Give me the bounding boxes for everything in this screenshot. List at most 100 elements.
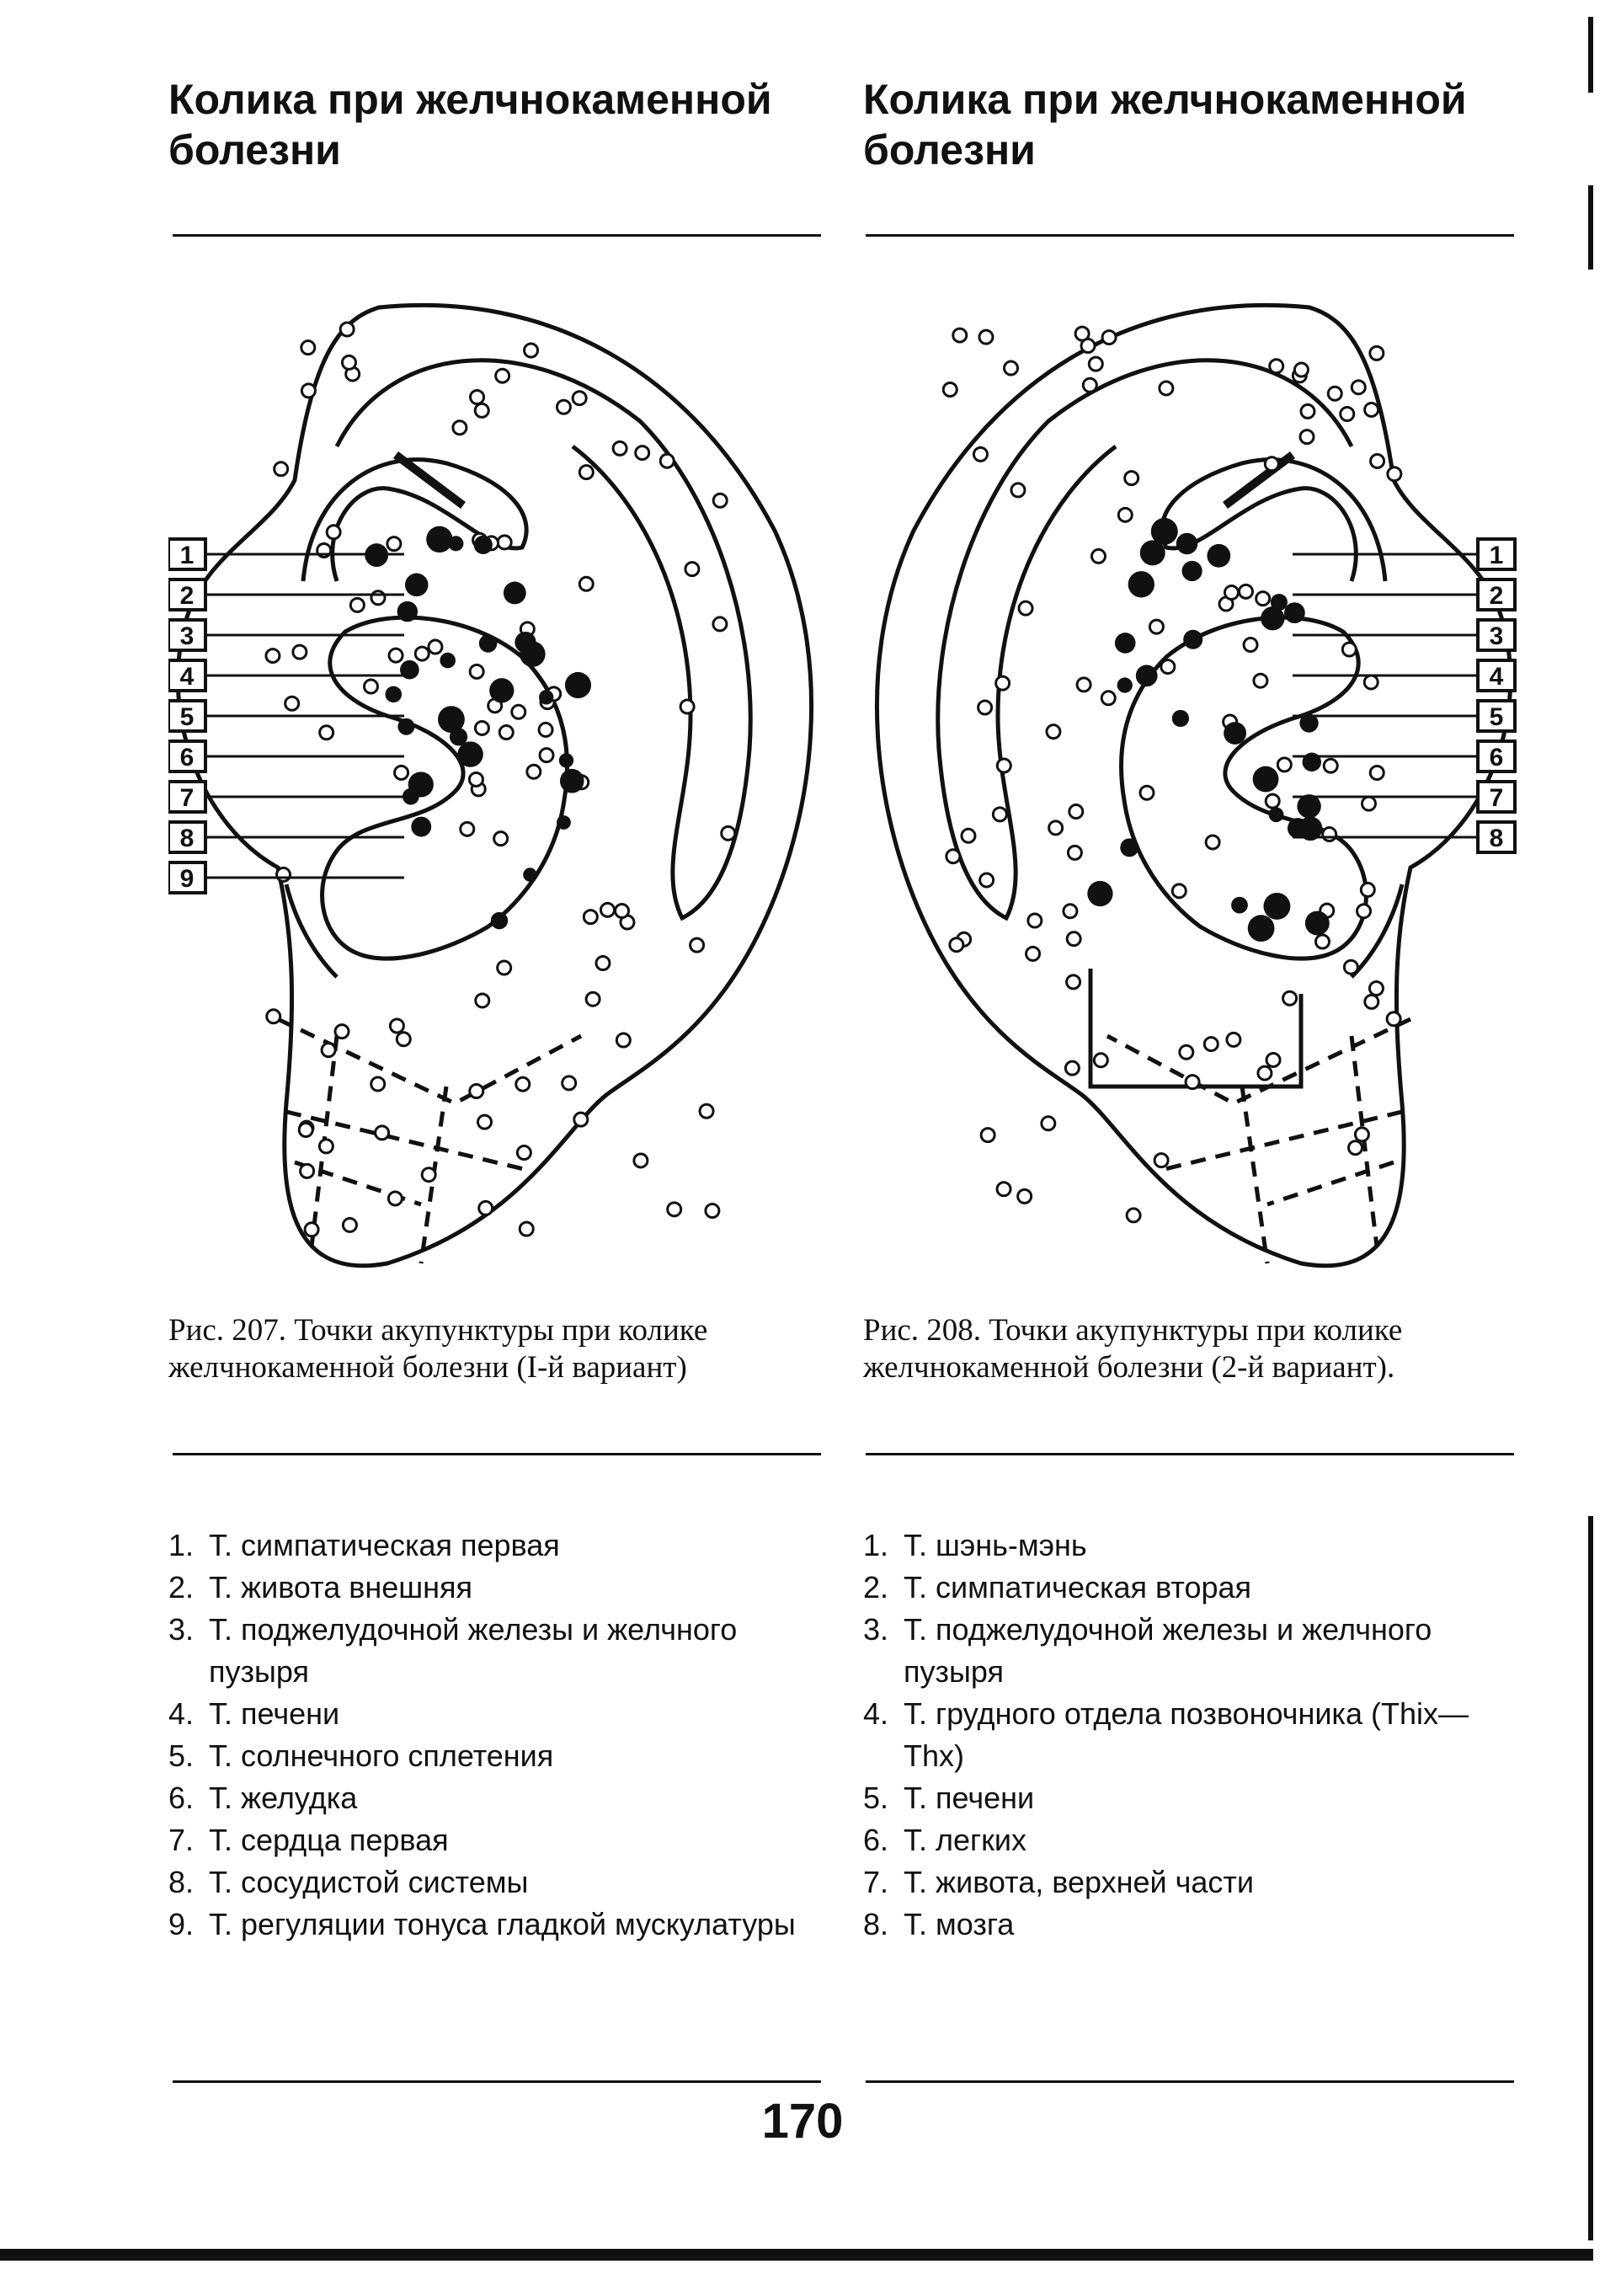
open-point-marker (1017, 600, 1034, 617)
open-point-marker (474, 992, 491, 1009)
open-point-marker (1342, 958, 1359, 975)
open-point-marker (632, 1152, 649, 1169)
open-point-marker (994, 675, 1011, 691)
filled-point-marker (558, 753, 574, 768)
open-point-marker (1347, 1140, 1364, 1156)
open-point-marker (515, 1076, 531, 1092)
left-legend-item: 6. Т. желудка (168, 1777, 825, 1819)
open-point-marker (395, 1031, 412, 1048)
left-bottom-rule (173, 2080, 821, 2083)
open-point-marker (317, 1138, 334, 1155)
filled-point-marker (1207, 543, 1231, 568)
open-point-marker (420, 1167, 437, 1183)
open-point-marker (264, 648, 281, 665)
right-figure-label-1: 1 (1293, 537, 1517, 571)
open-point-marker (1202, 1036, 1219, 1053)
open-point-marker (1298, 429, 1315, 446)
legend-number: 3. (168, 1612, 195, 1647)
open-point-marker (303, 1221, 320, 1238)
left-legend-item: 3.Т. поджелудочной железы и желчного пуз… (168, 1609, 825, 1693)
filled-point-marker (564, 671, 592, 699)
open-point-marker (571, 390, 588, 407)
legend-number: 2. (168, 1570, 195, 1605)
open-point-marker (684, 561, 701, 578)
open-point-marker (1153, 1152, 1170, 1169)
filled-point-marker (448, 536, 464, 552)
left-figure-label-2: 2 (167, 578, 404, 611)
open-point-marker (1339, 406, 1356, 423)
left-legend-item: 8.Т. сосудистой системы (168, 1861, 825, 1904)
open-point-marker (387, 1190, 403, 1207)
filled-point-marker (440, 652, 456, 669)
left-figure-label-5: 5 (167, 699, 404, 733)
open-point-marker (720, 825, 737, 841)
open-point-marker (339, 321, 355, 338)
open-point-marker (1326, 385, 1343, 402)
right-figure-label-5: 5 (1293, 699, 1517, 733)
open-point-marker (1123, 470, 1140, 487)
open-point-marker (1066, 844, 1083, 861)
legend-text: Т. регуляции тонуса гладкой мускулатуры (209, 1907, 796, 1941)
scan-edge-mark (1588, 185, 1593, 270)
filled-point-marker (397, 601, 419, 622)
open-point-marker (318, 724, 335, 741)
open-point-marker (1148, 618, 1165, 635)
open-point-marker (265, 1008, 282, 1025)
open-point-marker (977, 699, 994, 716)
open-point-marker (952, 327, 968, 344)
svg-text:4: 4 (1490, 663, 1504, 691)
open-point-marker (1385, 1011, 1402, 1028)
open-point-marker (1353, 1126, 1370, 1143)
open-point-marker (291, 643, 308, 660)
legend-text: Т. желудка (209, 1781, 358, 1815)
open-point-marker (1045, 724, 1062, 740)
filled-point-marker (1087, 880, 1113, 907)
filled-point-marker (1117, 677, 1133, 693)
legend-text: Т. солнечного сплетения (209, 1738, 554, 1773)
left-figure-label-3: 3 (167, 618, 404, 652)
open-point-marker (340, 354, 357, 371)
open-point-marker (1242, 637, 1259, 654)
filled-point-marker (1304, 910, 1330, 936)
open-point-marker (1268, 358, 1285, 375)
legend-text: Т. поджелудочной железы и желчного пузыр… (904, 1612, 1432, 1689)
open-point-marker (468, 663, 485, 680)
open-point-marker (1282, 990, 1298, 1007)
page-number: 170 (761, 2094, 844, 2149)
filled-point-marker (1224, 722, 1247, 745)
filled-point-marker (411, 816, 432, 837)
open-point-marker (978, 872, 995, 889)
legend-text: Т. печени (904, 1781, 1035, 1815)
open-point-marker (362, 678, 379, 695)
legend-text: Т. сосудистой системы (209, 1865, 529, 1899)
filled-point-marker (1261, 606, 1285, 631)
right-legend-item: 4.Т. грудного отдела позвоночника (Thix—… (863, 1693, 1520, 1777)
open-point-marker (995, 757, 1012, 774)
open-point-marker (523, 342, 540, 359)
legend-number: 8. (863, 1907, 889, 1941)
open-point-marker (1293, 361, 1309, 378)
open-point-marker (1026, 912, 1043, 929)
open-point-marker (614, 903, 631, 920)
filled-point-marker (408, 772, 434, 798)
open-point-marker (1178, 1044, 1195, 1060)
right-legend-item: 1.Т. шэнь-мэнь (863, 1524, 1520, 1567)
open-point-marker (1064, 1060, 1080, 1076)
legend-number: 6. (168, 1781, 195, 1815)
open-point-marker (1314, 933, 1330, 950)
open-point-marker (1276, 756, 1293, 773)
open-point-marker (1350, 379, 1367, 396)
open-point-marker (584, 990, 601, 1007)
open-point-marker (498, 724, 515, 741)
scan-bottom-bar (0, 2249, 1593, 2261)
open-point-marker (387, 647, 404, 664)
legend-text: Т. грудного отдела позвоночника (Thix—Th… (904, 1696, 1469, 1773)
legend-number: 3. (863, 1612, 889, 1647)
open-point-marker (1138, 784, 1155, 801)
open-point-marker (1062, 903, 1079, 920)
svg-text:3: 3 (180, 622, 195, 650)
open-point-marker (496, 534, 513, 551)
svg-text:9: 9 (180, 865, 195, 893)
open-point-marker (333, 1023, 350, 1040)
legend-number: 4. (168, 1696, 195, 1731)
